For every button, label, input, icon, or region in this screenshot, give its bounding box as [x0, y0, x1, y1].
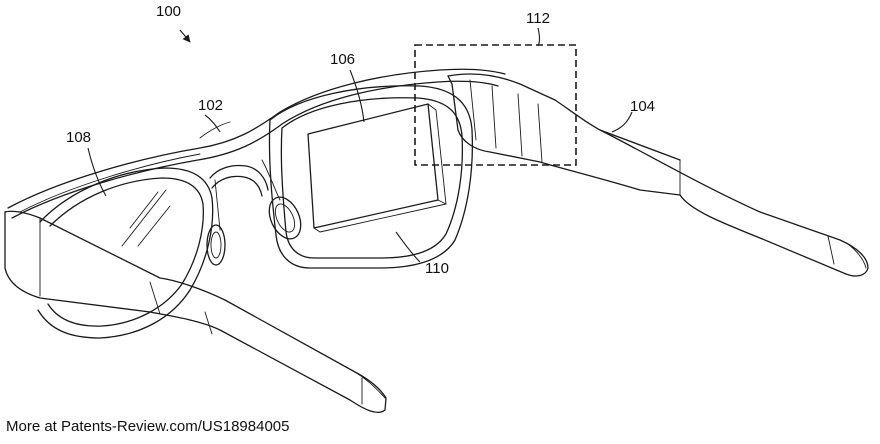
label-102: 102 — [198, 97, 223, 114]
callout-dashed-box — [414, 44, 577, 166]
nose-bridge — [206, 159, 302, 266]
source-footer-text: More at Patents-Review.com/US18984005 — [6, 418, 290, 435]
leader-lines — [87, 27, 633, 263]
display-panel — [307, 103, 447, 233]
leader-102 — [204, 114, 221, 133]
smart-glasses-drawing — [4, 68, 869, 414]
label-110: 110 — [425, 260, 449, 277]
right-lens-rim — [268, 85, 473, 269]
label-106: 106 — [330, 51, 355, 68]
right-temple-module — [447, 73, 681, 196]
right-temple-arm — [599, 129, 869, 277]
label-104: 104 — [630, 98, 655, 115]
reference-labels: 100 102 104 106 108 110 112 — [66, 3, 655, 277]
leader-110 — [395, 231, 421, 263]
leader-100 — [179, 29, 191, 43]
leader-108 — [87, 147, 107, 197]
leader-112 — [537, 27, 541, 47]
leader-104 — [611, 111, 633, 133]
leader-106 — [349, 69, 365, 123]
label-112: 112 — [526, 10, 550, 27]
label-100: 100 — [156, 3, 181, 20]
label-108: 108 — [66, 129, 91, 146]
left-temple — [4, 210, 387, 414]
left-lens-rim — [37, 167, 214, 339]
